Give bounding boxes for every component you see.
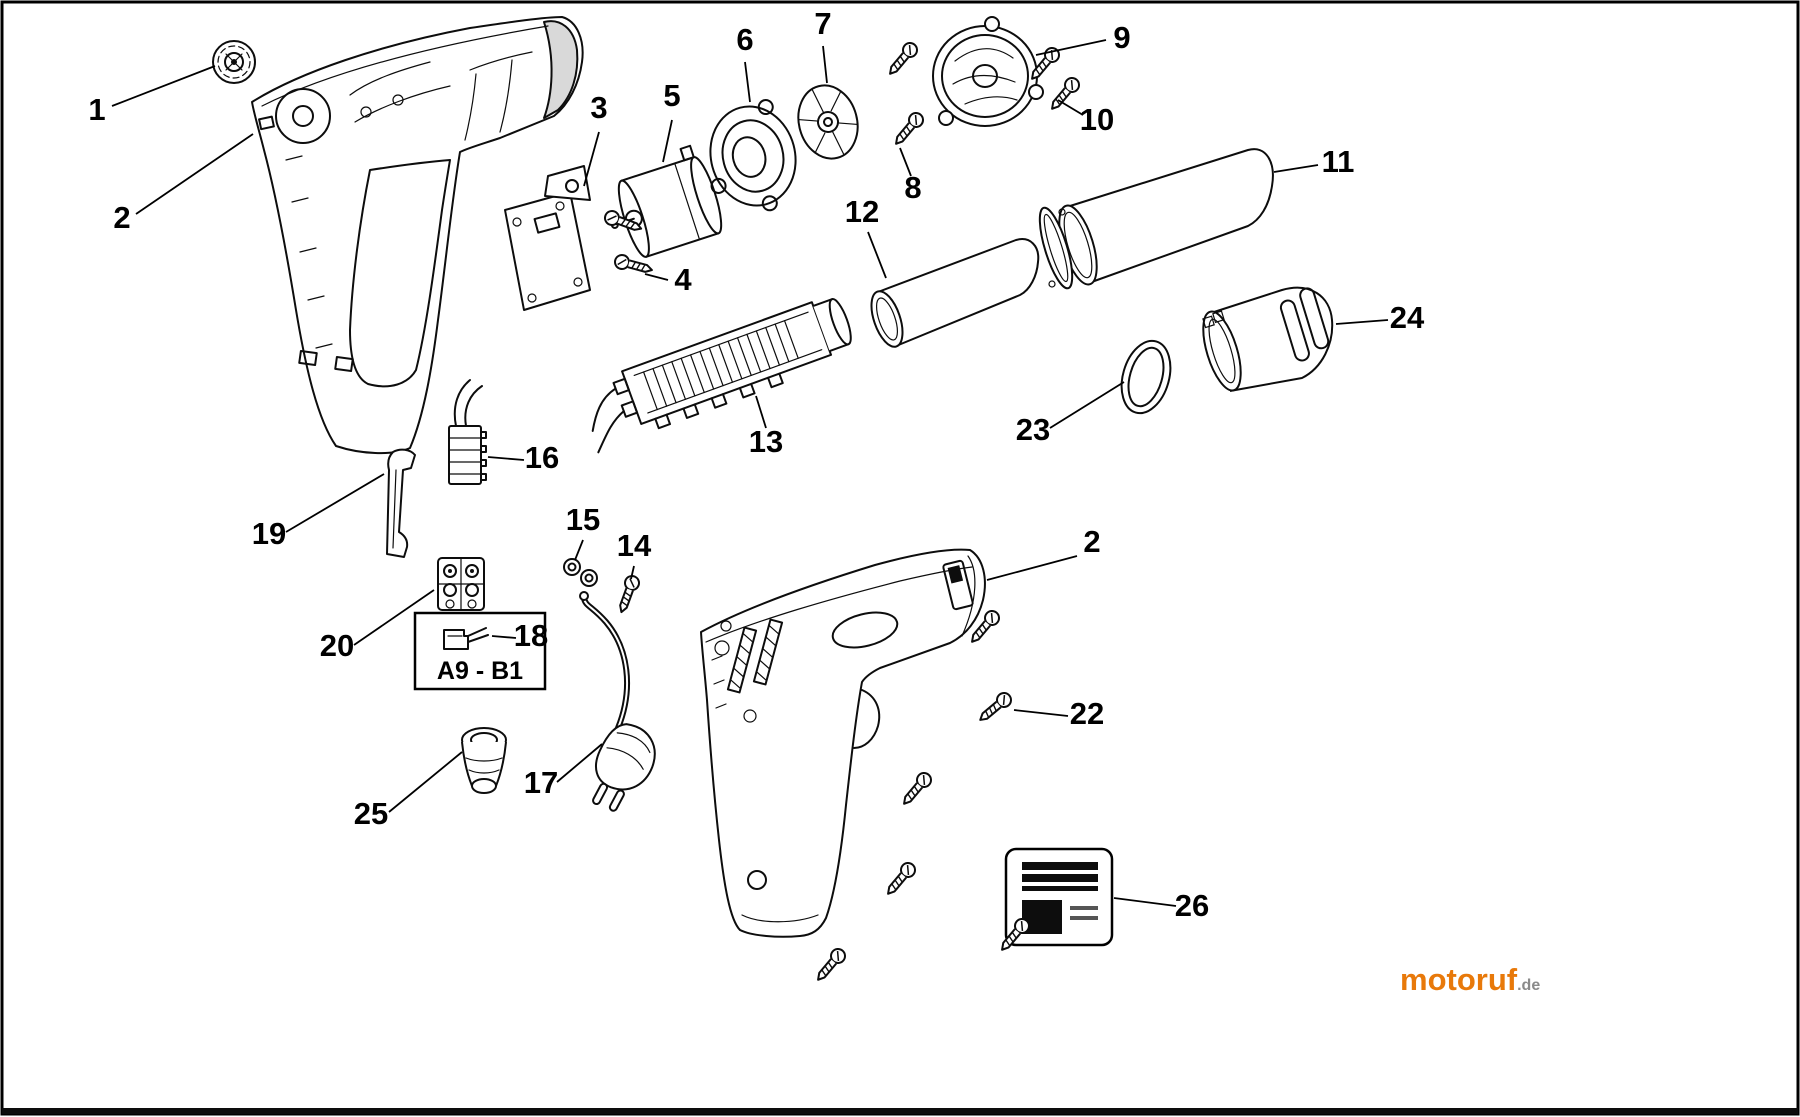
screw-drawing xyxy=(1045,74,1083,115)
callout-18: 18 xyxy=(491,618,548,653)
fan-cover-drawing xyxy=(932,16,1044,127)
callout-20: 20 xyxy=(320,589,435,663)
callout-11: 11 xyxy=(1273,144,1355,179)
callout-26: 26 xyxy=(1113,888,1209,923)
housing-left-drawing xyxy=(251,16,584,455)
screw-drawing xyxy=(974,689,1015,727)
callout-label: 13 xyxy=(749,424,783,459)
callout-label: 12 xyxy=(845,194,879,229)
inset-box: A9 - B1 xyxy=(413,611,547,691)
callout-label: 16 xyxy=(525,440,559,475)
connector-block-drawing xyxy=(448,379,487,485)
callout-9: 9 xyxy=(1035,20,1131,56)
pcb-drawing xyxy=(504,165,591,311)
knob-drawing xyxy=(212,40,256,84)
screw-drawing xyxy=(883,39,921,80)
heating-element-drawing xyxy=(591,298,852,454)
screw-drawing xyxy=(613,573,642,616)
callout-23: 23 xyxy=(1016,381,1125,447)
callout-label: 22 xyxy=(1070,696,1104,731)
impeller-drawing xyxy=(797,84,859,160)
callout-label: 26 xyxy=(1175,888,1209,923)
callout-16: 16 xyxy=(487,440,559,475)
callout-5: 5 xyxy=(662,78,681,163)
callout-6: 6 xyxy=(736,22,754,103)
terminal-block-drawing xyxy=(437,557,485,611)
callout-22: 22 xyxy=(1013,696,1104,731)
housing-right-drawing xyxy=(700,548,986,938)
inner-tube-drawing xyxy=(870,238,1040,348)
retaining-ring-drawing xyxy=(1120,339,1172,415)
callout-12: 12 xyxy=(845,194,887,279)
callout-7: 7 xyxy=(814,6,832,84)
callout-label: 24 xyxy=(1390,300,1425,335)
fan-housing-drawing xyxy=(709,99,797,212)
inset-code: A9 - B1 xyxy=(437,657,523,685)
watermark-brand[interactable]: motoruf xyxy=(1400,962,1518,997)
callout-label: 19 xyxy=(252,516,286,551)
clip-drawing xyxy=(443,627,489,650)
nozzle-cover-drawing xyxy=(1202,286,1334,392)
callout-24: 24 xyxy=(1335,300,1425,335)
callout-15: 15 xyxy=(566,502,600,561)
callout-label: 15 xyxy=(566,502,600,537)
callout-label: 6 xyxy=(736,22,753,57)
callout-2: 2 xyxy=(113,133,254,235)
callout-4: 4 xyxy=(644,262,692,297)
outer-tube-drawing xyxy=(1038,148,1274,290)
callout-label: 20 xyxy=(320,628,354,663)
callout-label: 14 xyxy=(617,528,652,563)
callout-label: 9 xyxy=(1113,20,1130,55)
bracket-drawing xyxy=(386,448,416,558)
callout-3: 3 xyxy=(583,90,608,187)
callout-25: 25 xyxy=(354,751,463,831)
callout-10: 10 xyxy=(1057,99,1114,137)
screw-drawing xyxy=(881,859,919,900)
callout-label: 17 xyxy=(524,765,558,800)
callout-1: 1 xyxy=(88,65,216,127)
watermark-logo[interactable]: motoruf.de xyxy=(1400,962,1540,997)
callout-label: 8 xyxy=(904,170,921,205)
callout-label: 4 xyxy=(674,262,692,297)
callout-label: 3 xyxy=(590,90,607,125)
callout-2b: 2 xyxy=(986,524,1101,581)
callout-label: 10 xyxy=(1080,102,1114,137)
callout-8: 8 xyxy=(899,147,922,205)
callout-label: 23 xyxy=(1016,412,1050,447)
screw-drawing xyxy=(811,945,849,986)
callout-label: 11 xyxy=(1322,144,1355,179)
callout-label: 5 xyxy=(663,78,680,113)
callout-label: 25 xyxy=(354,796,388,831)
callout-13: 13 xyxy=(749,395,783,459)
callout-14: 14 xyxy=(617,528,652,580)
callout-label: 1 xyxy=(88,92,105,127)
screw-drawing xyxy=(889,109,927,150)
motor-drawing xyxy=(610,144,723,258)
callout-label: 2 xyxy=(1083,524,1100,559)
screw-drawing xyxy=(897,769,935,810)
grommet-drawing xyxy=(461,727,507,794)
power-cord-drawing xyxy=(579,591,656,812)
link-drawing xyxy=(563,558,598,587)
callout-19: 19 xyxy=(252,473,385,551)
callout-label: 18 xyxy=(514,618,548,653)
callout-17: 17 xyxy=(524,743,603,800)
page-border-bottom xyxy=(2,1108,1798,1114)
watermark-tld[interactable]: .de xyxy=(1517,977,1540,994)
callout-label: 2 xyxy=(113,200,130,235)
callout-label: 7 xyxy=(814,6,831,41)
